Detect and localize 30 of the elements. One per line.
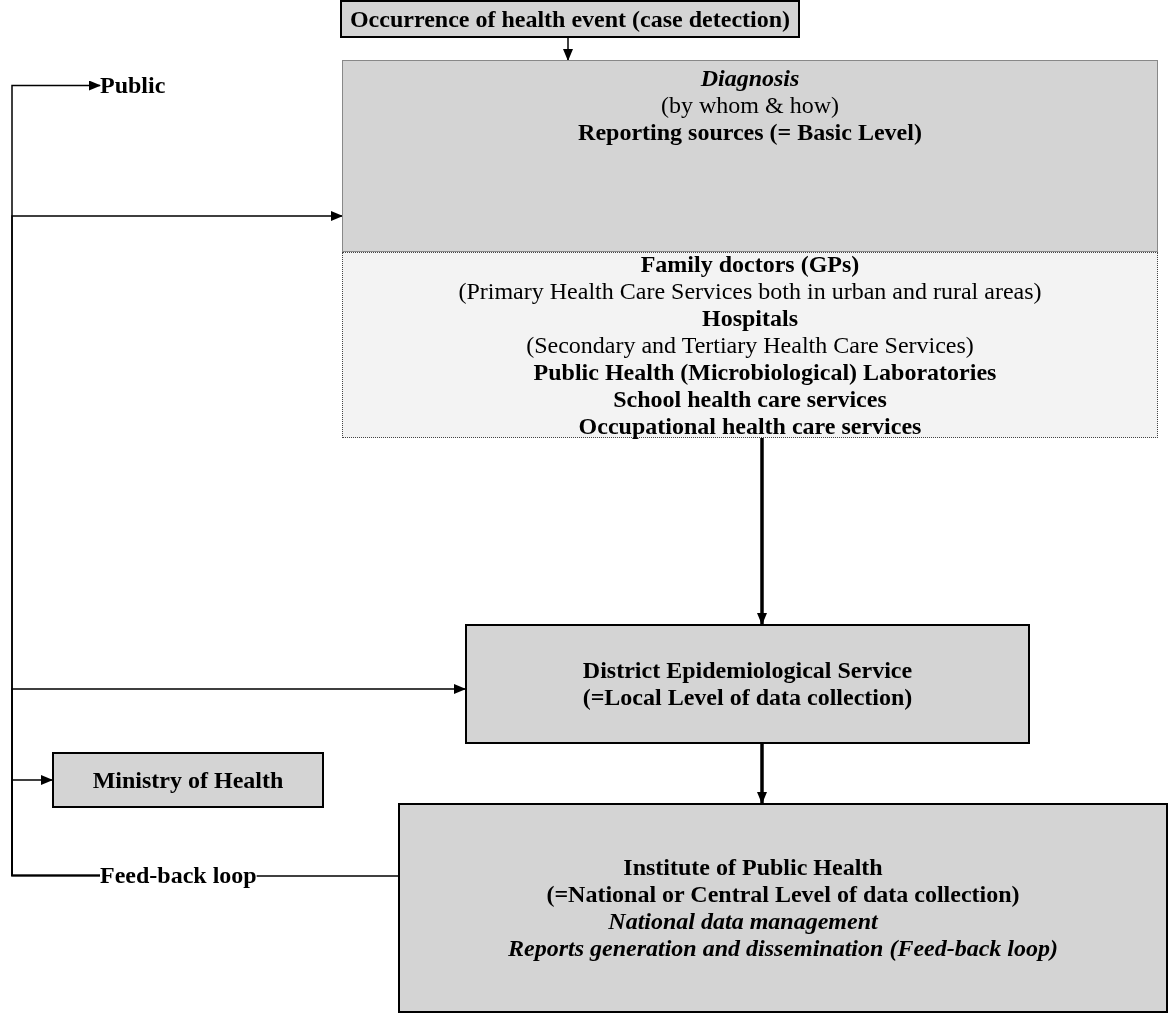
reporting-sources-box xyxy=(342,252,1158,438)
process-box xyxy=(398,803,1168,1013)
event-box xyxy=(340,0,800,38)
node-text: Public xyxy=(100,72,166,99)
node-text: National data management xyxy=(608,908,878,935)
node-text: Ministry of Health xyxy=(92,766,284,794)
node-text: District Epidemiological Service xyxy=(582,657,913,684)
node-text: Diagnosis xyxy=(700,65,800,92)
node-text: Hospitals xyxy=(702,304,798,332)
arrow xyxy=(563,37,573,61)
node-text: Feed-back loop xyxy=(100,862,257,889)
node-text: Public Health (Microbiological) Laboratories xyxy=(533,358,997,386)
diagnosis-box xyxy=(342,60,1158,252)
node-text: (=National or Central Level of data collection) xyxy=(546,881,1020,908)
node-text: Reports generation and dissemination (Feed-back loop) xyxy=(508,935,1058,962)
node-text: Occupational health care services xyxy=(578,412,922,440)
node-text: (=Local Level of data collection) xyxy=(582,684,913,711)
node-text: Occurrence of health event (case detection) xyxy=(349,5,791,33)
process-box xyxy=(52,752,324,808)
arrow xyxy=(757,744,767,804)
node-text: (Secondary and Tertiary Health Care Services) xyxy=(526,331,974,359)
node-text: Institute of Public Health xyxy=(623,854,883,881)
node-text: Family doctors (GPs) xyxy=(640,250,860,278)
arrow xyxy=(11,775,101,877)
process-box xyxy=(465,624,1030,744)
node-text: School health care services xyxy=(613,385,887,413)
node-text: (by whom & how) xyxy=(661,92,839,119)
arrow xyxy=(757,438,767,625)
node-text: (Primary Health Care Services both in urban and rural areas) xyxy=(458,277,1042,305)
node-text: Reporting sources (= Basic Level) xyxy=(578,119,922,146)
